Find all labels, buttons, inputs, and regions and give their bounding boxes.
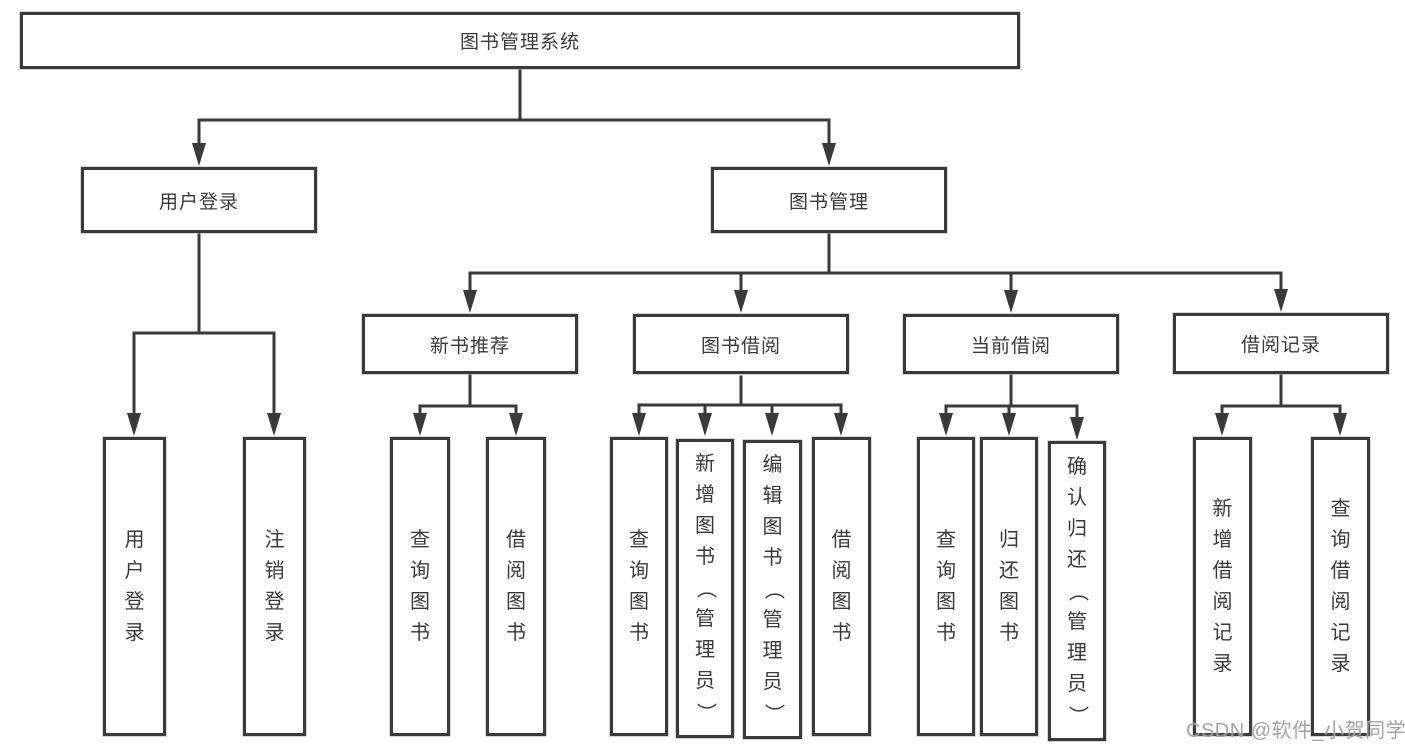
leaf-user-login: 用户登录 [103,437,166,736]
leaf-add-book-admin: 新增图书（管理员） [676,439,734,738]
leaf-confirm-return-admin: 确认归还（管理员） [1048,441,1106,741]
node-new-book-recommend: 新书推荐 [362,314,578,374]
leaf-borrow-book: 借阅图书 [812,437,871,736]
node-current-borrow: 当前借阅 [903,314,1119,374]
leaf-query-book-borrow: 查询图书 [610,437,668,736]
leaf-query-book-current: 查询图书 [917,437,975,736]
arrowheads [127,143,1347,440]
node-borrow-record: 借阅记录 [1173,313,1389,374]
leaf-add-borrow-record: 新增借阅记录 [1193,437,1252,736]
leaf-return-book: 归还图书 [980,437,1038,736]
node-book-management: 图书管理 [711,167,947,233]
csdn-watermark: CSDN @软件_小贺同学 [1186,720,1405,742]
leaf-borrow-book-recommend: 借阅图书 [486,437,546,736]
leaf-edit-book-admin: 编辑图书（管理员） [743,440,802,739]
leaf-logout: 注销登录 [243,437,306,736]
node-book-borrow: 图书借阅 [633,314,849,374]
node-user-login: 用户登录 [81,167,317,233]
leaf-query-borrow-record: 查询借阅记录 [1311,437,1370,736]
node-root-system: 图书管理系统 [20,12,1020,69]
leaf-query-book-recommend: 查询图书 [390,437,450,736]
